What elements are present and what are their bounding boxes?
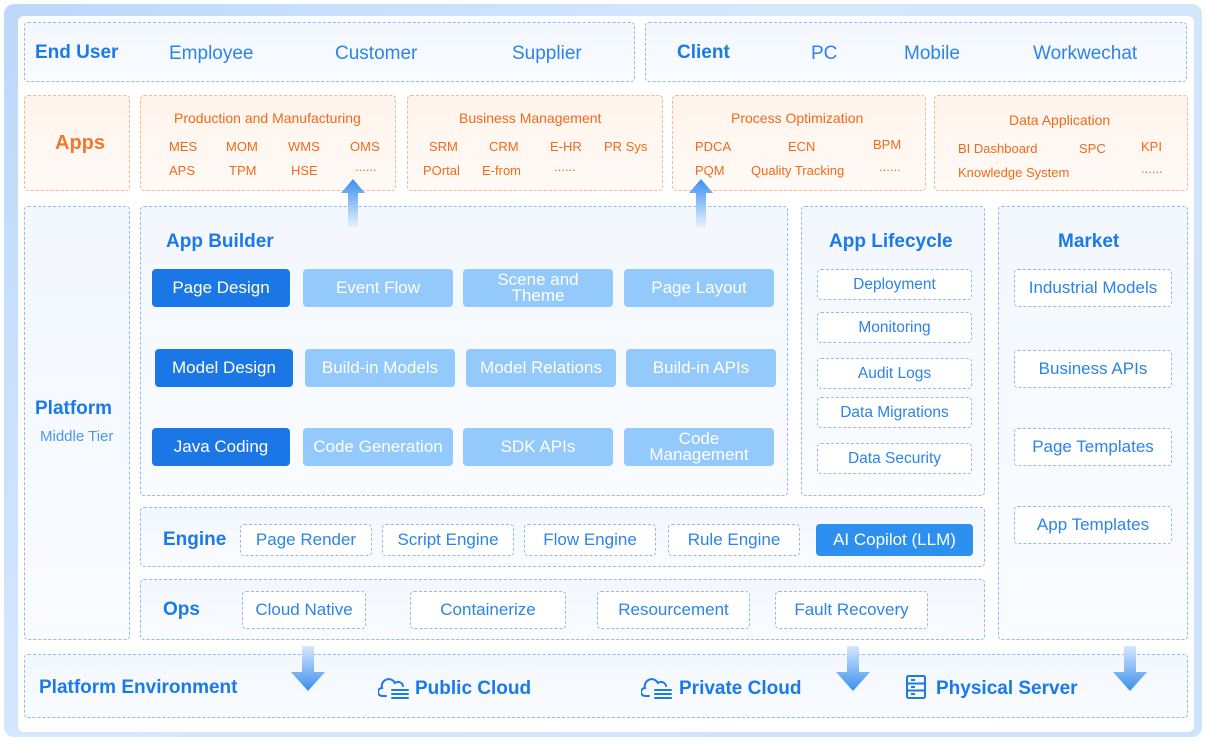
platform-title: Platform [35,398,113,419]
end-user-title: End User [35,42,119,63]
ops-resourcement[interactable]: Resourcement [597,591,750,629]
app-oms: OMS [350,139,380,154]
env-public-cloud: Public Cloud [415,678,532,699]
lifecycle-monitoring[interactable]: Monitoring [817,312,972,343]
arrow-down-icon [836,646,870,691]
platform-panel [24,206,130,640]
app-pdca: PDCA [695,139,732,154]
app-spc: SPC [1079,141,1106,156]
environment-title: Platform Environment [39,677,238,698]
apps-group-production [140,95,396,191]
market-business-apis[interactable]: Business APIs [1014,350,1172,388]
client-item-pc: PC [811,43,838,64]
market-title: Market [1058,231,1120,252]
client-item-workwechat: Workwechat [1033,43,1138,64]
app-more-3: ...... [879,159,901,174]
engine-script-engine[interactable]: Script Engine [382,524,514,556]
app-quality-tracking: Quality Tracking [751,163,845,178]
client-panel [645,22,1187,82]
client-item-mobile: Mobile [904,43,960,64]
diagram-canvas: End User Employee Customer Supplier Clie… [18,16,1194,732]
engine-rule-engine[interactable]: Rule Engine [668,524,800,556]
arrow-down-icon [291,646,325,691]
end-user-item-employee: Employee [169,43,254,64]
code-management-button[interactable]: Code Management [624,428,774,466]
app-more-2: ...... [554,159,576,174]
app-lifecycle-title: App Lifecycle [829,231,953,252]
env-private-cloud: Private Cloud [679,678,802,699]
app-ehr: E-HR [550,139,582,154]
code-generation-button[interactable]: Code Generation [303,428,453,466]
apps-group-business [407,95,663,191]
app-eform: E-from [482,163,521,178]
app-pqm: PQM [695,163,725,178]
app-hse: HSE [291,163,318,178]
ops-title: Ops [163,599,200,620]
lifecycle-audit-logs[interactable]: Audit Logs [817,358,972,389]
app-pr-sys: PR Sys [604,139,648,154]
server-icon [906,675,926,699]
app-bi-dashboard: BI Dashboard [958,141,1038,156]
cloud-icon [641,678,672,699]
market-app-templates[interactable]: App Templates [1014,506,1172,544]
model-relations-button[interactable]: Model Relations [466,349,616,387]
app-builder-title: App Builder [166,231,274,252]
page-layout-button[interactable]: Page Layout [624,269,774,307]
engine-flow-engine[interactable]: Flow Engine [524,524,656,556]
java-coding-button[interactable]: Java Coding [152,428,290,466]
app-crm: CRM [489,139,519,154]
build-in-apis-button[interactable]: Build-in APIs [626,349,776,387]
apps-group-business-title: Business Management [459,110,602,126]
env-physical-server: Physical Server [936,678,1078,699]
app-kpi: KPI [1141,139,1162,154]
end-user-item-customer: Customer [335,43,418,64]
ai-copilot-button[interactable]: AI Copilot (LLM) [816,524,973,556]
apps-group-production-title: Production and Manufacturing [174,110,361,126]
app-tpm: TPM [229,163,257,178]
engine-title: Engine [163,529,227,550]
ops-cloud-native[interactable]: Cloud Native [242,591,366,629]
arrow-up-icon [689,179,713,227]
app-srm: SRM [429,139,458,154]
ops-fault-recovery[interactable]: Fault Recovery [775,591,928,629]
lifecycle-data-security[interactable]: Data Security [817,443,972,474]
cloud-icon [378,678,409,699]
app-portal: POrtal [423,163,460,178]
app-bpm: BPM [873,137,902,152]
app-knowledge-system: Knowledge System [958,165,1070,180]
apps-label-panel [24,95,130,191]
app-more-4: ...... [1141,161,1163,176]
app-more-1: ...... [355,159,377,174]
apps-group-data-title: Data Application [1009,112,1111,128]
app-mom: MOM [226,139,258,154]
environment-panel [24,654,1188,718]
page-design-button[interactable]: Page Design [152,269,290,307]
sdk-apis-button[interactable]: SDK APIs [463,428,613,466]
apps-group-process-title: Process Optimization [731,110,864,126]
market-industrial-models[interactable]: Industrial Models [1014,269,1172,307]
lifecycle-data-migrations[interactable]: Data Migrations [817,397,972,428]
client-title: Client [677,42,730,63]
app-ecn: ECN [788,139,816,154]
event-flow-button[interactable]: Event Flow [303,269,453,307]
app-wms: WMS [288,139,320,154]
model-design-button[interactable]: Model Design [155,349,293,387]
end-user-panel [24,22,635,82]
apps-group-process [672,95,926,191]
market-page-templates[interactable]: Page Templates [1014,428,1172,466]
end-user-item-supplier: Supplier [512,43,582,64]
app-aps: APS [169,163,196,178]
ops-containerize[interactable]: Containerize [410,591,566,629]
build-in-models-button[interactable]: Build-in Models [305,349,455,387]
arrow-down-icon [1113,646,1147,691]
engine-page-render[interactable]: Page Render [240,524,372,556]
scene-theme-button[interactable]: Scene and Theme [463,269,613,307]
platform-subtitle: Middle Tier [40,428,114,445]
apps-title: Apps [55,132,105,154]
app-mes: MES [169,139,198,154]
apps-group-data [934,95,1188,191]
diagram-frame: End User Employee Customer Supplier Clie… [4,4,1202,737]
lifecycle-deployment[interactable]: Deployment [817,269,972,300]
arrow-up-icon [341,179,365,227]
